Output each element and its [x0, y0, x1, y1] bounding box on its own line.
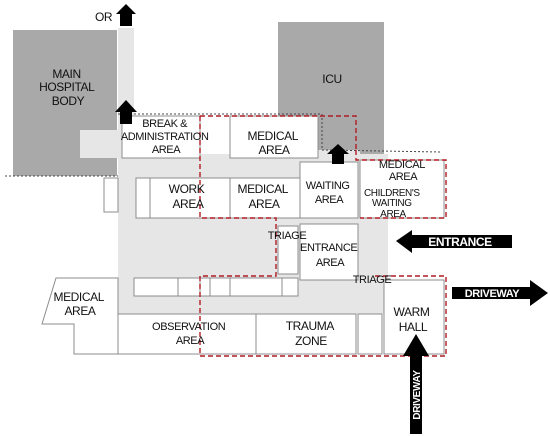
driveway-bottom-label: DRIVEWAY [412, 370, 423, 420]
main-hospital-arrow-icon [115, 100, 137, 124]
main-hospital-label: MAIN HOSPITAL BODY [39, 67, 97, 108]
trauma-zone-label: TRAUMA ZONE [286, 319, 337, 348]
triage-left-label: TRIAGE [268, 230, 307, 242]
observation-area-label: OBSERVATION AREA [152, 321, 228, 347]
break-admin-label: BREAK & ADMINISTRATION AREA [121, 118, 211, 156]
or-arrow-icon [116, 4, 136, 26]
existing-building-edge [5, 113, 441, 177]
entrance-arrow-icon [396, 230, 512, 253]
medical-top-label: MEDICAL AREA [247, 129, 300, 157]
medical-left-label: MEDICAL AREA [53, 290, 106, 318]
medical-mid-label: MEDICAL AREA [237, 182, 290, 211]
medical-area-left-room [41, 277, 119, 355]
driveway-bottom-arrow-icon [403, 334, 429, 434]
labels: OR MAIN HOSPITAL BODY ICU BREAK & ADMINI… [39, 10, 521, 420]
work-area-label: WORK AREA [169, 182, 208, 211]
icu-label: ICU [322, 72, 341, 86]
waiting-area-label: WAITING AREA [306, 180, 353, 206]
warm-hall-label: WARM HALL [394, 305, 433, 334]
new-zone-boundary [199, 115, 447, 357]
arrows [115, 4, 548, 434]
waiting-arrow-icon [327, 144, 349, 164]
triage-right-label: TRIAGE [353, 274, 392, 286]
or-label: OR [95, 10, 113, 24]
entrance-area-label: ENTRANCE AREA [300, 242, 360, 269]
entrance-arrow-label: ENTRANCE [428, 235, 492, 249]
medical-right-label: MEDICAL AREA [379, 159, 427, 183]
driveway-right-label: DRIVEWAY [465, 288, 521, 300]
driveway-right-arrow-icon [452, 280, 548, 306]
childrens-waiting-label: CHILDREN'S WAITING AREA [364, 188, 422, 220]
